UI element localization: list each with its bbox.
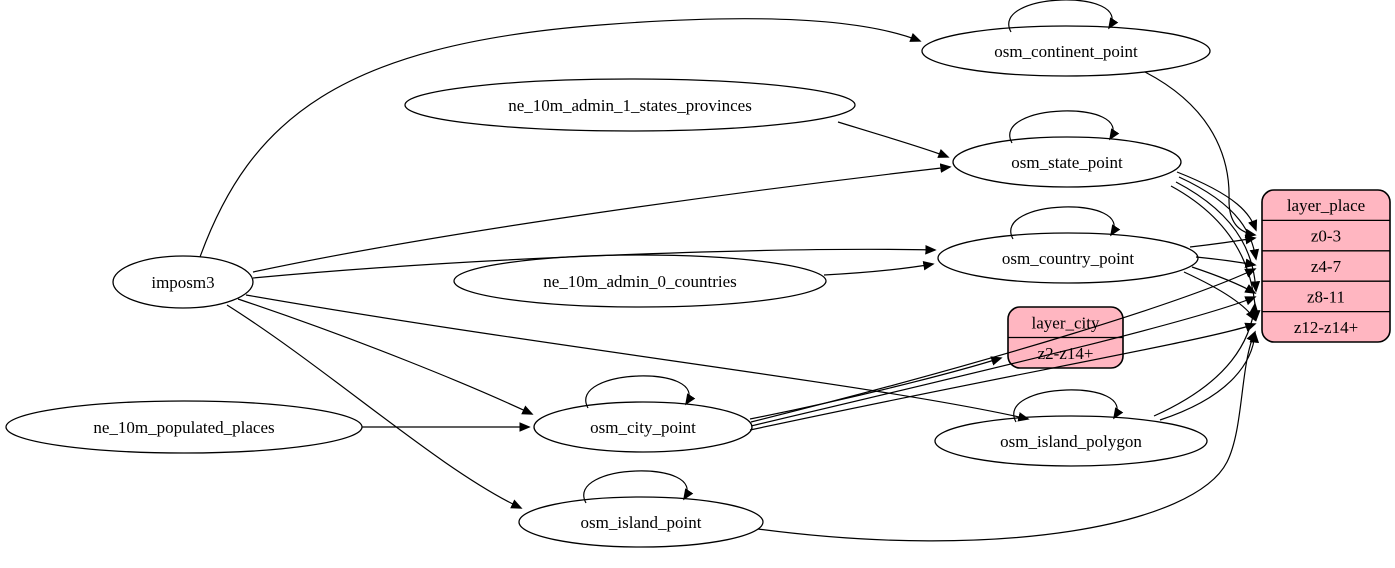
edge-ne_10m_admin_0_countries-to-osm_country_point bbox=[823, 260, 935, 276]
osm_country_point-shape bbox=[937, 232, 1199, 284]
ne_10m_populated_places-label: ne_10m_populated_places bbox=[93, 418, 274, 437]
node-osm_island_polygon: osm_island_polygon bbox=[934, 415, 1208, 467]
edge-osm_city_point-to-layer_city-z2-z14+ bbox=[749, 356, 1003, 420]
layer_place-shape bbox=[1261, 189, 1391, 343]
edge-imposm3-to-osm_continent_point bbox=[199, 18, 922, 258]
layer_city-row-z2-z14+: z2-z14+ bbox=[1038, 344, 1094, 363]
osm_island_point-shape bbox=[518, 496, 764, 548]
imposm3-shape bbox=[112, 255, 254, 309]
osm_island_polygon-shape bbox=[934, 415, 1208, 467]
layer_place-row-z12-z14+: z12-z14+ bbox=[1294, 318, 1358, 337]
node-imposm3: imposm3 bbox=[112, 255, 254, 309]
osm_continent_point-label: osm_continent_point bbox=[994, 42, 1138, 61]
self-loop-osm_island_point bbox=[583, 470, 694, 504]
edge-osm_country_point-to-layer_place-z4-7 bbox=[1195, 256, 1257, 268]
edge-osm_country_point-to-layer_place-z8-11 bbox=[1191, 266, 1257, 294]
edge-imposm3-to-osm_state_point bbox=[252, 163, 952, 273]
node-osm_island_point: osm_island_point bbox=[518, 496, 764, 548]
edge-imposm3-to-osm_city_point bbox=[237, 298, 534, 415]
self-loop-osm_city_point bbox=[585, 375, 696, 409]
edge-osm_state_point-to-layer_place-z4-7 bbox=[1178, 176, 1260, 261]
edge-osm_city_point-to-layer_place-z4-7 bbox=[750, 268, 1257, 423]
edge-osm_city_point-to-layer_place-z12-z14+ bbox=[749, 322, 1257, 431]
osm_city_point-label: osm_city_point bbox=[590, 418, 696, 437]
node-ne_10m_admin_1_states_provinces: ne_10m_admin_1_states_provinces bbox=[404, 78, 856, 132]
edge-osm_island_point-to-layer_place-z12-z14+ bbox=[757, 330, 1256, 542]
edge-osm_state_point-to-layer_place-z0-3 bbox=[1176, 171, 1258, 232]
node-osm_state_point: osm_state_point bbox=[952, 136, 1182, 188]
edge-osm_country_point-to-layer_place-z12-z14+ bbox=[1183, 271, 1256, 322]
ne_10m_admin_0_countries-shape bbox=[453, 254, 827, 308]
ne_10m_admin_1_states_provinces-shape bbox=[404, 78, 856, 132]
node-osm_continent_point: osm_continent_point bbox=[921, 25, 1211, 77]
edge-osm_state_point-to-layer_place-z8-11 bbox=[1175, 181, 1261, 293]
edge-osm_country_point-to-layer_place-z0-3 bbox=[1189, 234, 1257, 248]
node-osm_country_point: osm_country_point bbox=[937, 232, 1199, 284]
ne_10m_admin_1_states_provinces-label: ne_10m_admin_1_states_provinces bbox=[508, 96, 752, 115]
edge-imposm3-to-osm_island_polygon bbox=[245, 294, 1030, 422]
osm_island_point-label: osm_island_point bbox=[581, 513, 702, 532]
edge-osm_island_polygon-to-layer_place-z8-11 bbox=[1153, 302, 1259, 417]
node-osm_city_point: osm_city_point bbox=[533, 401, 753, 453]
edge-osm_continent_point-to-layer_place-z0-3 bbox=[1144, 71, 1257, 239]
osm_country_point-label: osm_country_point bbox=[1002, 249, 1134, 268]
node-ne_10m_admin_0_countries: ne_10m_admin_0_countries bbox=[453, 254, 827, 308]
edge-imposm3-to-osm_country_point bbox=[252, 244, 937, 279]
layer_place-row-z8-11: z8-11 bbox=[1307, 287, 1345, 306]
osm_state_point-label: osm_state_point bbox=[1011, 153, 1123, 172]
self-loop-osm_state_point bbox=[1009, 110, 1120, 144]
ne_10m_admin_0_countries-label: ne_10m_admin_0_countries bbox=[543, 272, 737, 291]
osm_state_point-shape bbox=[952, 136, 1182, 188]
layer_city-title: layer_city bbox=[1032, 313, 1100, 332]
record-layer_place: layer_place z0-3 z4-7 z8-11 z12-z14+ bbox=[1261, 189, 1391, 343]
self-loop-osm_country_point bbox=[1010, 206, 1121, 240]
layer_place-row-z4-7: z4-7 bbox=[1311, 257, 1342, 276]
layer_place-title: layer_place bbox=[1287, 196, 1365, 215]
edge-ne_10m_admin_1_states_provinces-to-osm_state_point bbox=[837, 121, 950, 158]
record-layer_city: layer_city z2-z14+ bbox=[1007, 306, 1124, 369]
osm_continent_point-shape bbox=[921, 25, 1211, 77]
self-loop-osm_island_polygon bbox=[1013, 389, 1124, 423]
imposm3-label: imposm3 bbox=[151, 273, 214, 292]
self-loop-osm_continent_point bbox=[1008, 0, 1119, 33]
edge-imposm3-to-osm_island_point bbox=[226, 304, 523, 509]
node-ne_10m_populated_places: ne_10m_populated_places bbox=[5, 400, 363, 454]
edge-osm_city_point-to-layer_place-z8-11 bbox=[750, 296, 1257, 427]
osm_island_polygon-label: osm_island_polygon bbox=[1000, 432, 1142, 451]
layer_place-row-z0-3: z0-3 bbox=[1311, 227, 1341, 246]
osm_city_point-shape bbox=[533, 401, 753, 453]
